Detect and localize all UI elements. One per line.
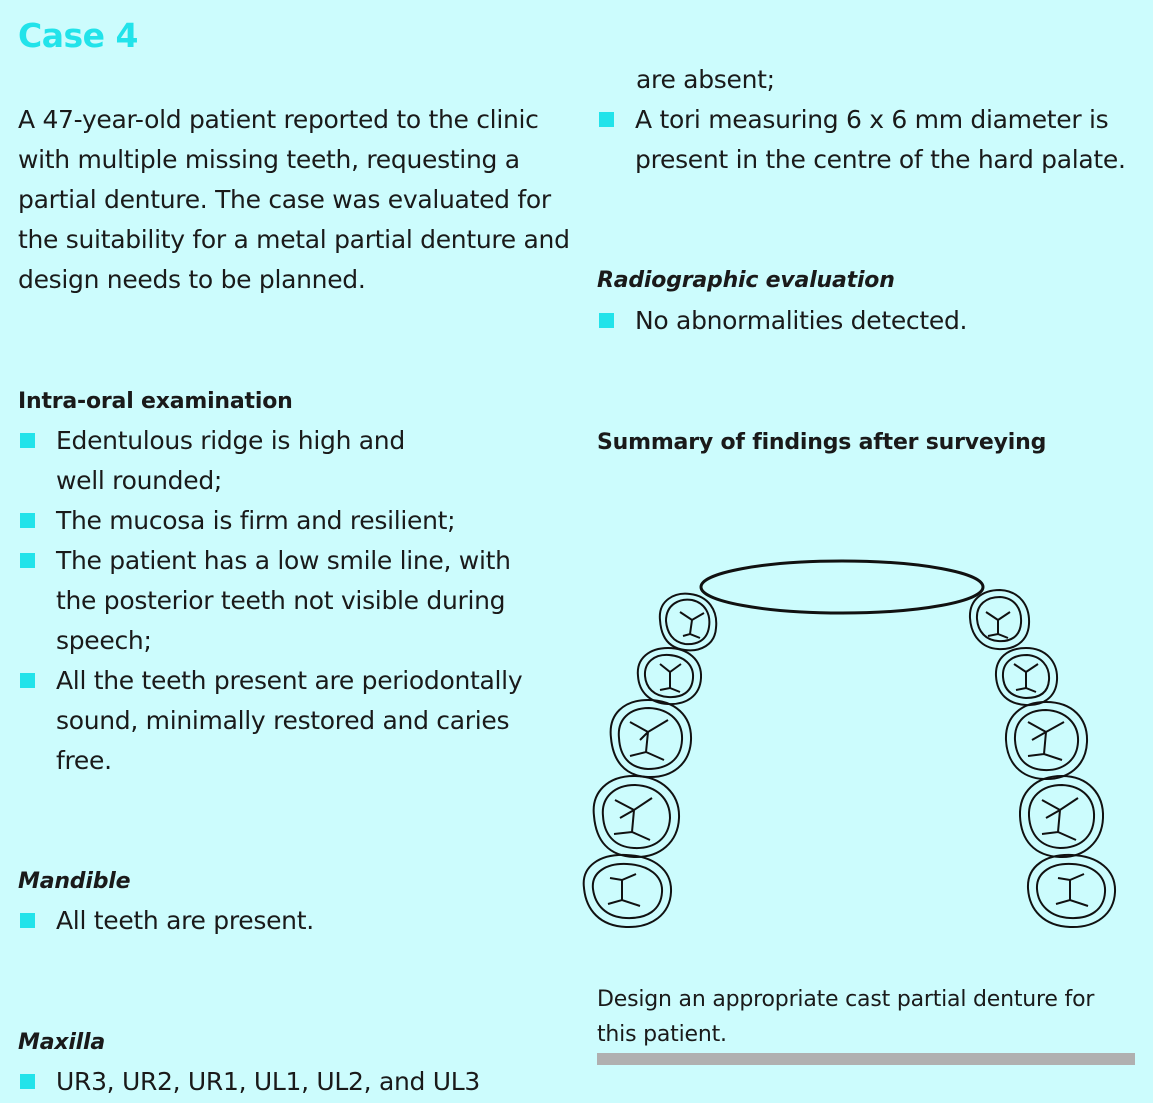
mandible-list: All teeth are present. [18,901,558,941]
bullet-icon [20,433,35,448]
tooth-left-2 [636,646,703,706]
list-item: UR3, UR2, UR1, UL1, UL2, and UL3 [18,1062,558,1102]
mandible-heading: Mandible [18,869,131,894]
bullet-icon [599,313,614,328]
case-title: Case 4 [18,16,138,55]
tooth-right-5 [1026,853,1117,929]
divider-rule [597,1053,1135,1065]
bullet-icon [20,1074,35,1089]
list-item: The patient has a low smile line, with t… [18,541,558,661]
maxilla-list-continued: A tori measuring 6 x 6 mm diameter is pr… [597,100,1142,180]
radiographic-heading: Radiographic evaluation [597,268,895,293]
summary-heading: Summary of findings after surveying [597,430,1047,455]
list-item: The mucosa is firm and resilient; [18,501,558,541]
bullet-icon [20,513,35,528]
task-text: Design an appropriate cast partial dentu… [597,987,1095,1047]
tooth-left-5 [582,853,673,929]
case-intro: A 47-year-old patient reported to the cl… [18,105,570,294]
bullet-icon [20,673,35,688]
list-item: A tori measuring 6 x 6 mm diameter is pr… [597,100,1142,180]
tooth-right-2 [994,646,1059,707]
radiographic-list: No abnormalities detected. [597,301,1137,341]
list-item: All the teeth present are periodontally … [18,661,558,781]
maxilla-heading: Maxilla [18,1030,105,1055]
bullet-icon [20,553,35,568]
tooth-right-1 [968,588,1031,651]
tooth-right-3 [1004,700,1089,781]
intra-oral-list: Edentulous ridge is high and well rounde… [18,421,558,781]
palatal-torus [699,559,985,615]
tooth-left-3 [609,698,693,779]
maxilla-list: UR3, UR2, UR1, UL1, UL2, and UL3 [18,1062,558,1102]
tooth-left-1 [658,592,718,652]
bullet-icon [599,112,614,127]
intra-oral-heading: Intra-oral examination [18,389,293,414]
dental-arch-diagram [582,559,1117,929]
list-item: No abnormalities detected. [597,301,1137,341]
list-item: All teeth are present. [18,901,558,941]
maxilla-continued: are absent; [636,65,775,94]
tooth-left-4 [592,774,681,859]
bullet-icon [20,913,35,928]
list-item: Edentulous ridge is high and well rounde… [18,421,558,501]
tooth-right-4 [1018,774,1105,859]
